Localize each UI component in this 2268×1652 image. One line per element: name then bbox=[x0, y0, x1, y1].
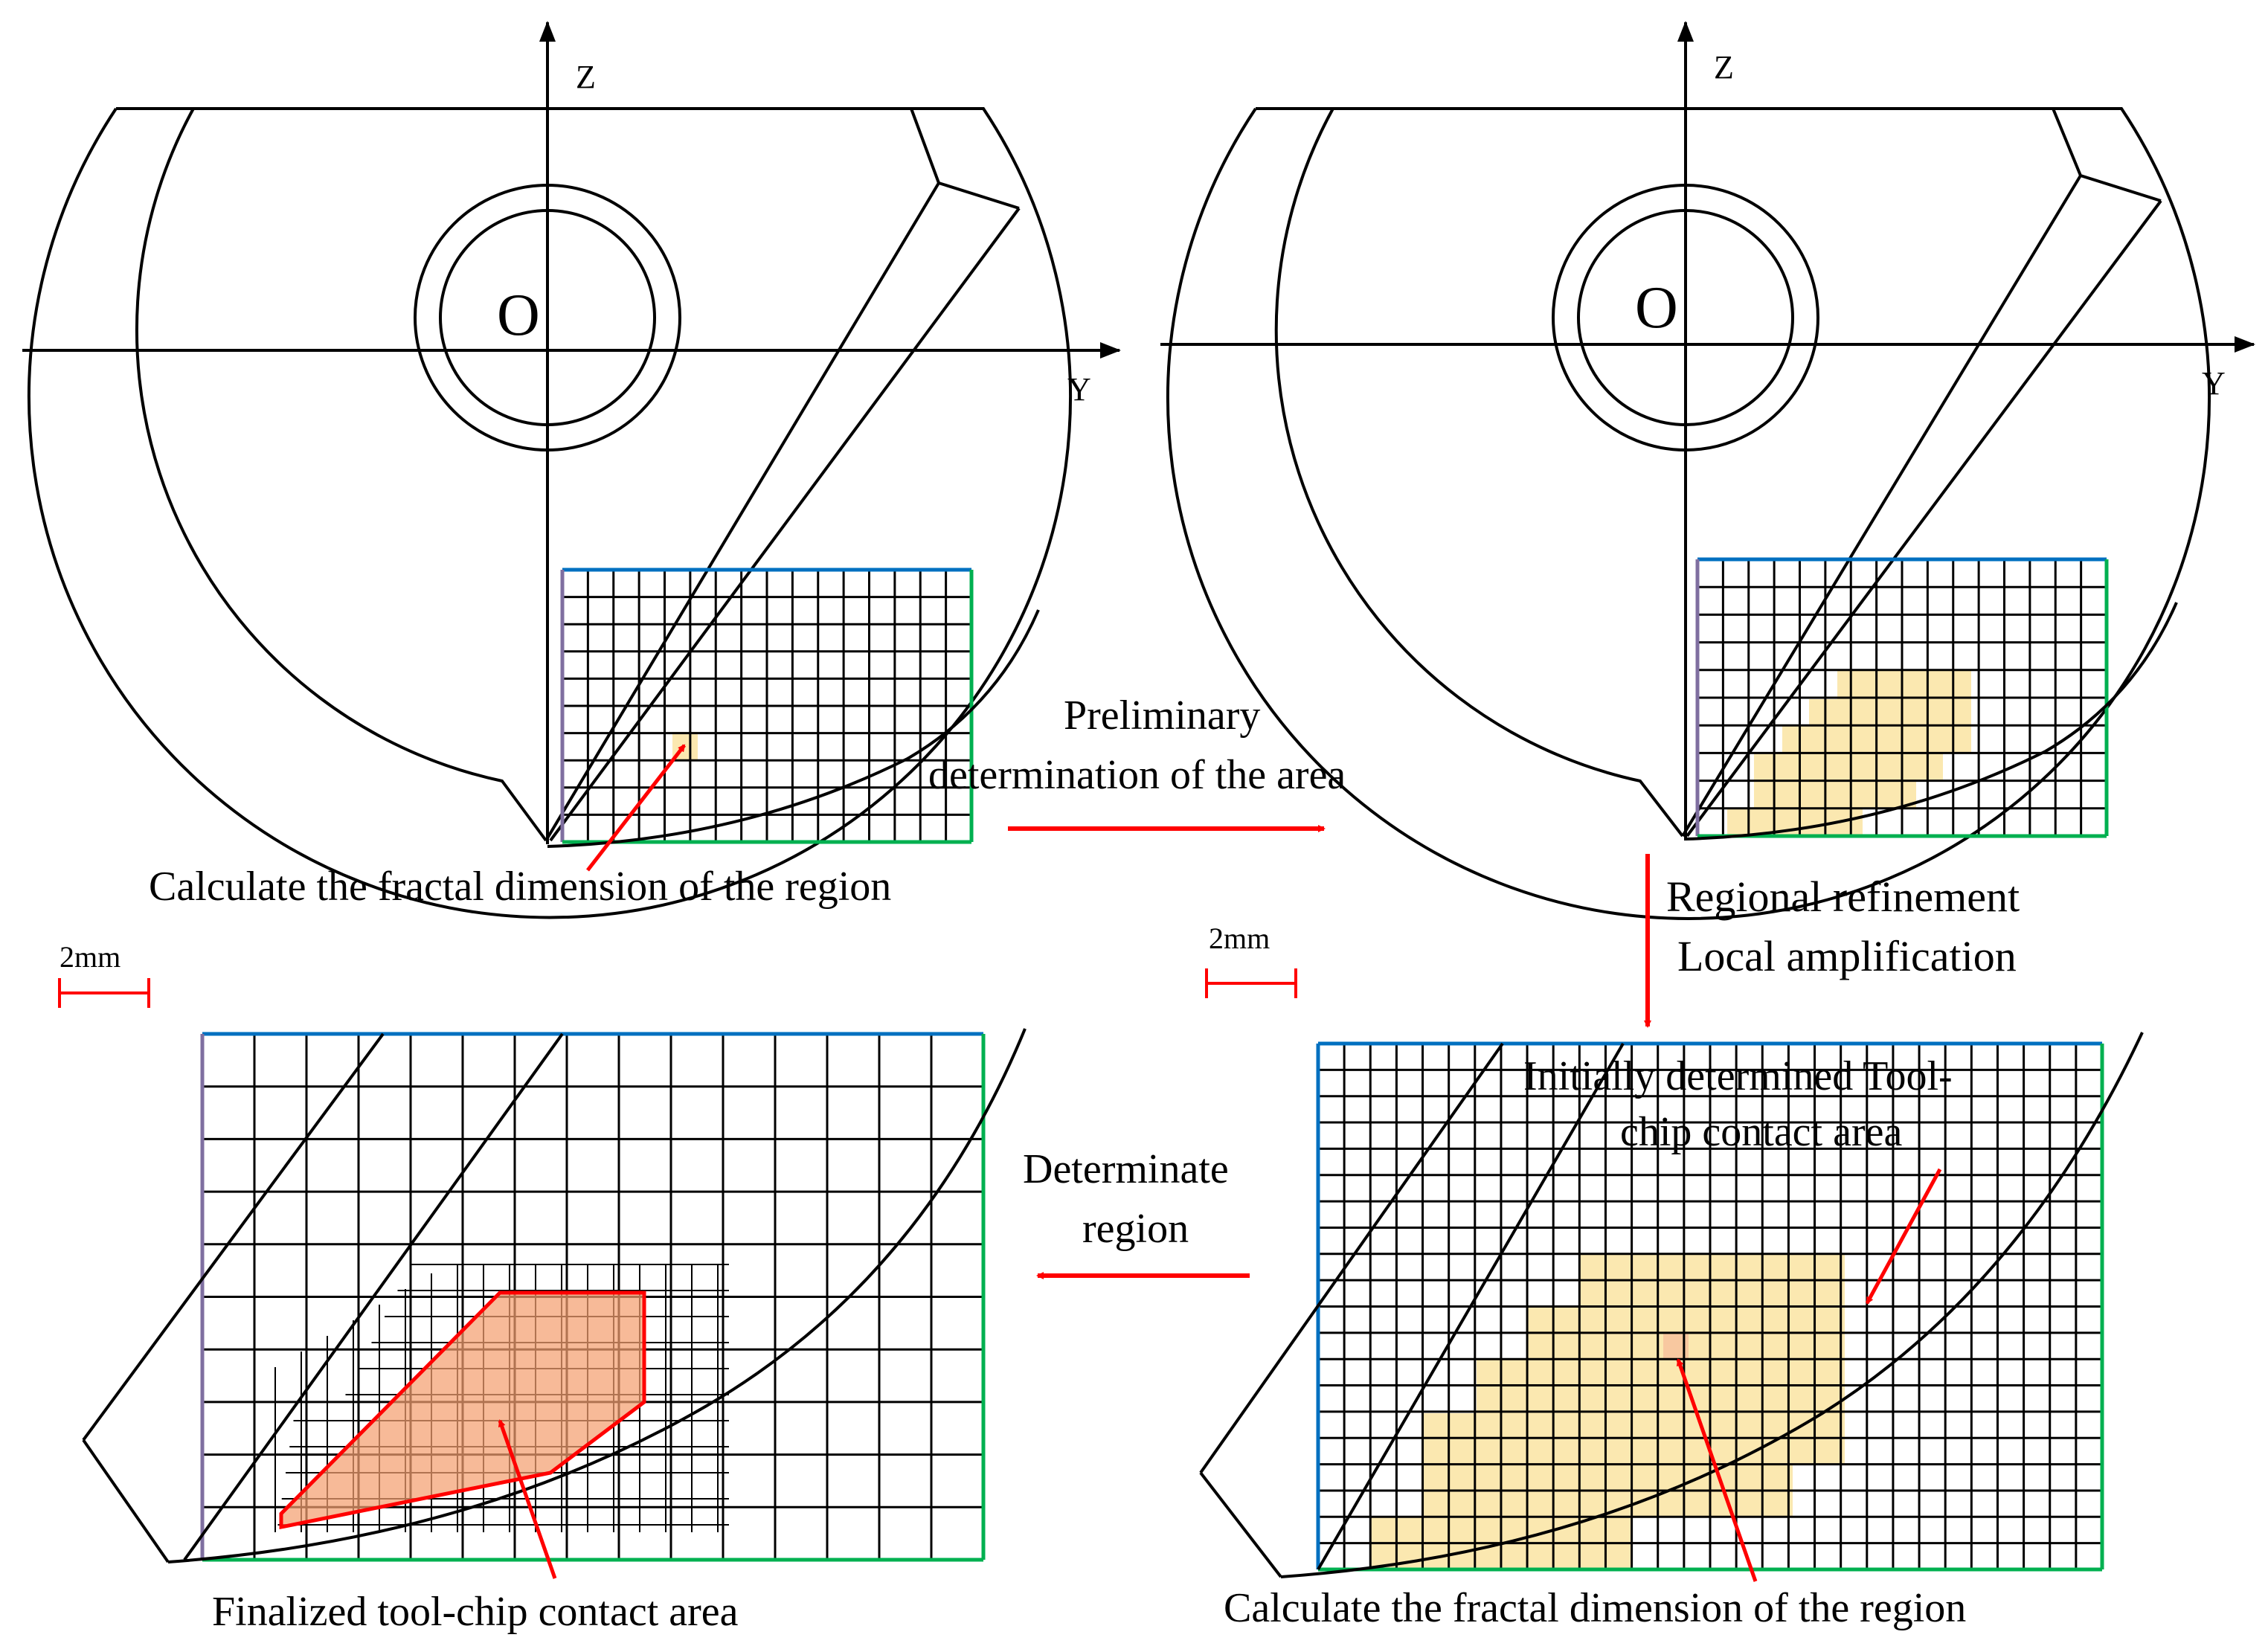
scale-bar-right: 2mm bbox=[1205, 922, 1297, 998]
scale-bar-left: 2mm bbox=[58, 940, 150, 1008]
panel-top-right: Z Y O bbox=[1160, 21, 2255, 920]
caption-pointer bbox=[1676, 1358, 1758, 1582]
axis-y-2: Y bbox=[1160, 336, 2255, 402]
axis-y: Y bbox=[22, 342, 1121, 408]
arrow-down-line2: Local amplification bbox=[1677, 932, 2017, 980]
grid-lines bbox=[562, 570, 971, 842]
grid-coarse bbox=[547, 568, 1040, 848]
scale-bar-label-2: 2mm bbox=[1209, 922, 1270, 955]
axis-z-2: Z bbox=[1677, 21, 1734, 841]
arrow-left-line2: region bbox=[1082, 1206, 1189, 1252]
grid-lines-3 bbox=[1318, 1044, 2102, 1569]
axis-z: Z bbox=[539, 21, 596, 844]
panel-bottom-right: Initially determined Tool- chip contact … bbox=[1199, 1032, 2144, 1631]
axis-y-label: Y bbox=[1067, 371, 1091, 408]
caption-bottom-left: Finalized tool-chip contact area bbox=[212, 1589, 739, 1635]
axis-z-label-2: Z bbox=[1714, 49, 1734, 86]
arrow-right-line1: Preliminary bbox=[1064, 692, 1260, 739]
origin-label-2: O bbox=[1635, 275, 1678, 341]
final-pointer bbox=[498, 1419, 557, 1579]
origin-label: O bbox=[497, 283, 540, 348]
axis-y-label-2: Y bbox=[2202, 365, 2226, 402]
note-line2: chip contact area bbox=[1620, 1109, 1902, 1155]
pointer-arrow bbox=[586, 744, 686, 872]
panel-top-left: Z Y O Calculate the fractal dimension of… bbox=[22, 21, 1121, 919]
tool-insert-outline bbox=[28, 107, 1072, 919]
caption-top-left: Calculate the fractal dimension of the r… bbox=[149, 864, 891, 910]
axis-z-label: Z bbox=[576, 59, 596, 95]
arrow-down-line1: Regional refinement bbox=[1666, 872, 2020, 921]
arrow-right-line2: determination of the area bbox=[928, 752, 1346, 798]
scale-bar-label: 2mm bbox=[60, 940, 121, 974]
grid-coarse-2 bbox=[1685, 557, 2178, 841]
step-arrow-down: Regional refinement Local amplification bbox=[1644, 854, 2020, 1028]
step-arrow-right: Preliminary determination of the area bbox=[928, 692, 1346, 832]
step-arrow-left: Determinate region bbox=[1023, 1146, 1250, 1279]
note-line1: Initially determined Tool- bbox=[1523, 1053, 1953, 1099]
grid-lines-2 bbox=[1697, 559, 2107, 836]
note-pointer bbox=[1865, 1168, 1942, 1305]
contact-area-final bbox=[279, 1291, 646, 1530]
arrow-left-line1: Determinate bbox=[1023, 1146, 1229, 1192]
caption-bottom-right: Calculate the fractal dimension of the r… bbox=[1224, 1585, 1966, 1631]
panel-bottom-left: Finalized tool-chip contact area bbox=[82, 1028, 1027, 1635]
